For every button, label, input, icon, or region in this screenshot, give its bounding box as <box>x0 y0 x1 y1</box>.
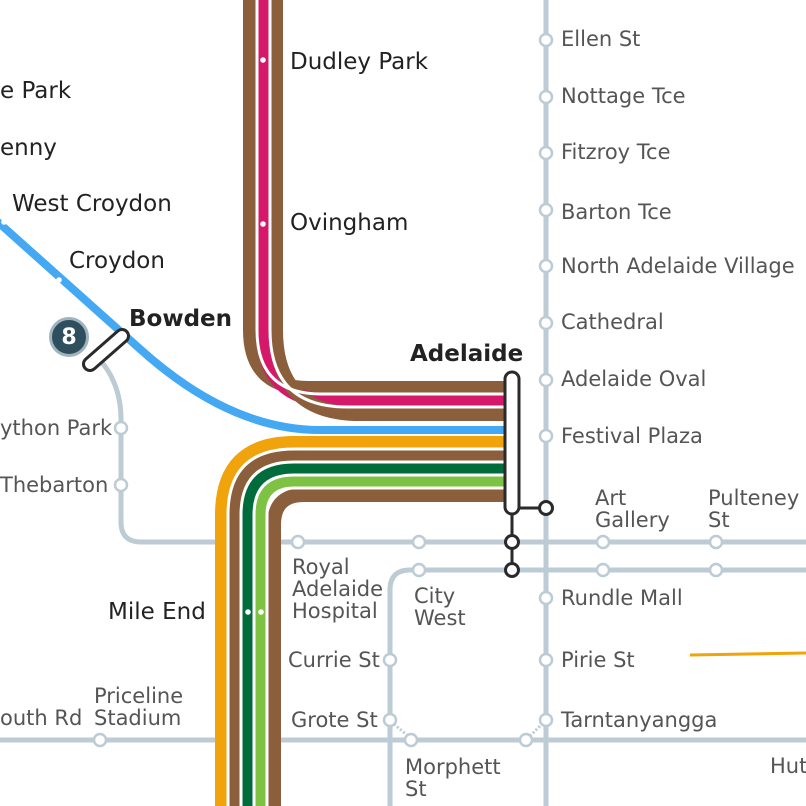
label-e-park: e Park <box>0 78 72 104</box>
stop-pirie-st <box>538 652 554 668</box>
stop-nottage-tce <box>538 89 554 105</box>
bowden-interchange-marker <box>82 328 130 372</box>
station-dot-dudley-park <box>260 57 266 63</box>
stop-rundle-mall-east-a <box>595 562 611 578</box>
label-brompton-park: ython Park <box>0 416 113 440</box>
stop-currie-st <box>382 652 398 668</box>
label-south-rd: outh Rd <box>0 706 83 730</box>
label-tarntanyangga: Tarntanyangga <box>561 708 718 732</box>
label-ellen-st: Ellen St <box>561 27 641 51</box>
stop-priceline-stadium <box>92 732 108 748</box>
label-festival-plaza: Festival Plaza <box>561 424 703 448</box>
label-barton-tce: Barton Tce <box>561 200 672 224</box>
label-pulteney-st: Pulteney St <box>708 486 800 532</box>
route-8-badge: 8 <box>49 317 89 357</box>
grange-line <box>241 462 505 806</box>
stop-north-terrace-mid <box>411 534 427 550</box>
blue-line <box>0 218 505 434</box>
label-cathedral: Cathedral <box>561 310 664 334</box>
label-hut: Hut <box>770 754 806 778</box>
stop-cathedral <box>538 315 554 331</box>
station-dot-mile-end-a <box>245 609 251 615</box>
label-mile-end: Mile End <box>108 599 206 625</box>
label-grote-st: Grote St <box>291 708 378 732</box>
label-rundle-mall: Rundle Mall <box>561 586 683 610</box>
label-art-gallery: Art Gallery <box>595 486 670 532</box>
label-thebarton: Thebarton <box>0 473 109 497</box>
label-adelaide: Adelaide <box>410 341 524 367</box>
stop-festival-plaza <box>538 428 554 444</box>
brown-line-south-east <box>267 488 505 806</box>
stop-rundle-mall <box>538 590 554 606</box>
label-morphett-st: Morphett St <box>405 755 501 801</box>
label-north-adelaide-village: North Adelaide Village <box>561 254 795 278</box>
station-dot-mile-end-b <box>258 609 264 615</box>
label-currie-st: Currie St <box>288 648 380 672</box>
stop-city-west <box>411 562 427 578</box>
seaford-line <box>254 475 505 806</box>
stop-pulteney-st <box>708 534 724 550</box>
stop-rundle-mall-east-b <box>708 562 724 578</box>
station-dot-ovingham <box>260 221 266 227</box>
label-adelaide-oval: Adelaide Oval <box>561 367 707 391</box>
label-ovingham: Ovingham <box>290 210 409 236</box>
label-kenny: enny <box>0 135 57 161</box>
label-bowden: Bowden <box>129 306 233 332</box>
belair-line <box>215 436 505 806</box>
stop-adelaide-oval <box>538 372 554 388</box>
label-croydon: Croydon <box>69 248 165 274</box>
stop-barton-tce <box>538 202 554 218</box>
stop-grote-st <box>382 712 398 728</box>
label-fitzroy-tce: Fitzroy Tce <box>561 140 671 164</box>
station-dot-croydon <box>56 277 62 283</box>
stop-brompton-park <box>113 420 129 436</box>
label-city-west: City West <box>414 584 466 630</box>
outer-harbor-line-west <box>243 0 505 395</box>
label-royal-adelaide-hospital: Royal Adelaide Hospital <box>292 555 384 623</box>
orange-tram-branch <box>689 651 806 657</box>
station-dot-west-croydon <box>1 219 7 225</box>
stop-tarntanyangga-west <box>518 732 534 748</box>
label-west-croydon: West Croydon <box>12 191 172 217</box>
brown-line-south-west <box>228 449 505 806</box>
label-nottage-tce: Nottage Tce <box>561 84 686 108</box>
adelaide-interchange-marker <box>503 370 554 578</box>
stop-tarntanyangga <box>538 712 554 728</box>
stop-art-gallery <box>595 534 611 550</box>
stop-morphett-st <box>403 732 419 748</box>
stop-north-adelaide-village <box>538 258 554 274</box>
label-dudley-park: Dudley Park <box>290 49 429 75</box>
label-pirie-st: Pirie St <box>561 648 635 672</box>
tram-line-thebarton <box>98 358 806 545</box>
tram-line-city-west <box>387 567 806 806</box>
label-priceline-stadium: Priceline Stadium <box>94 684 184 730</box>
stop-ellen-st <box>538 32 554 48</box>
stop-fitzroy-tce <box>538 145 554 161</box>
stop-royal-adelaide-hospital <box>290 534 306 550</box>
stop-thebarton <box>113 477 129 493</box>
